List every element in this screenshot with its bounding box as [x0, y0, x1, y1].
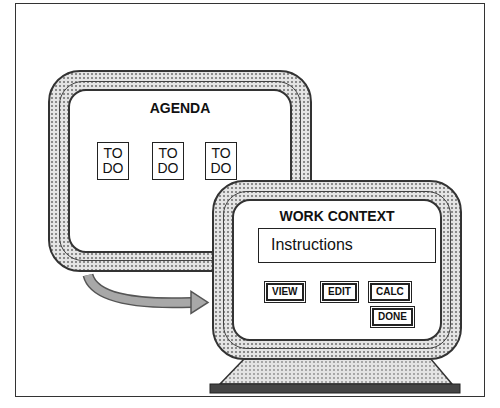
btn-label: VIEW — [272, 286, 298, 297]
todo-label: TO DO — [158, 145, 179, 176]
button: EDIT — [322, 283, 357, 301]
monitor-window: WORK CONTEXT InstructionsVIEW EDIT CALC DONE — [212, 180, 462, 360]
btn-label: CALC — [376, 286, 404, 297]
button: DONE — [372, 308, 413, 326]
instructions-field: Instructions — [258, 228, 436, 263]
btn-label: EDIT — [328, 286, 351, 297]
instr-label: Instructions — [271, 236, 353, 253]
window-title: WORK CONTEXT — [214, 208, 460, 224]
todo-card: TO DO — [205, 142, 237, 180]
button: CALC — [370, 283, 410, 301]
monitor-stand — [220, 358, 452, 384]
stand-base — [210, 384, 460, 393]
todo-card: TO DO — [97, 142, 129, 180]
window-title: AGENDA — [50, 100, 310, 116]
todo-label: TO DO — [211, 145, 232, 176]
button: VIEW — [266, 283, 304, 301]
outer-frame — [16, 4, 485, 397]
todo-label: TO DO — [103, 145, 124, 176]
curved-arrow — [88, 275, 208, 313]
todo-card: TO DO — [152, 142, 184, 180]
btn-label: DONE — [378, 311, 407, 322]
